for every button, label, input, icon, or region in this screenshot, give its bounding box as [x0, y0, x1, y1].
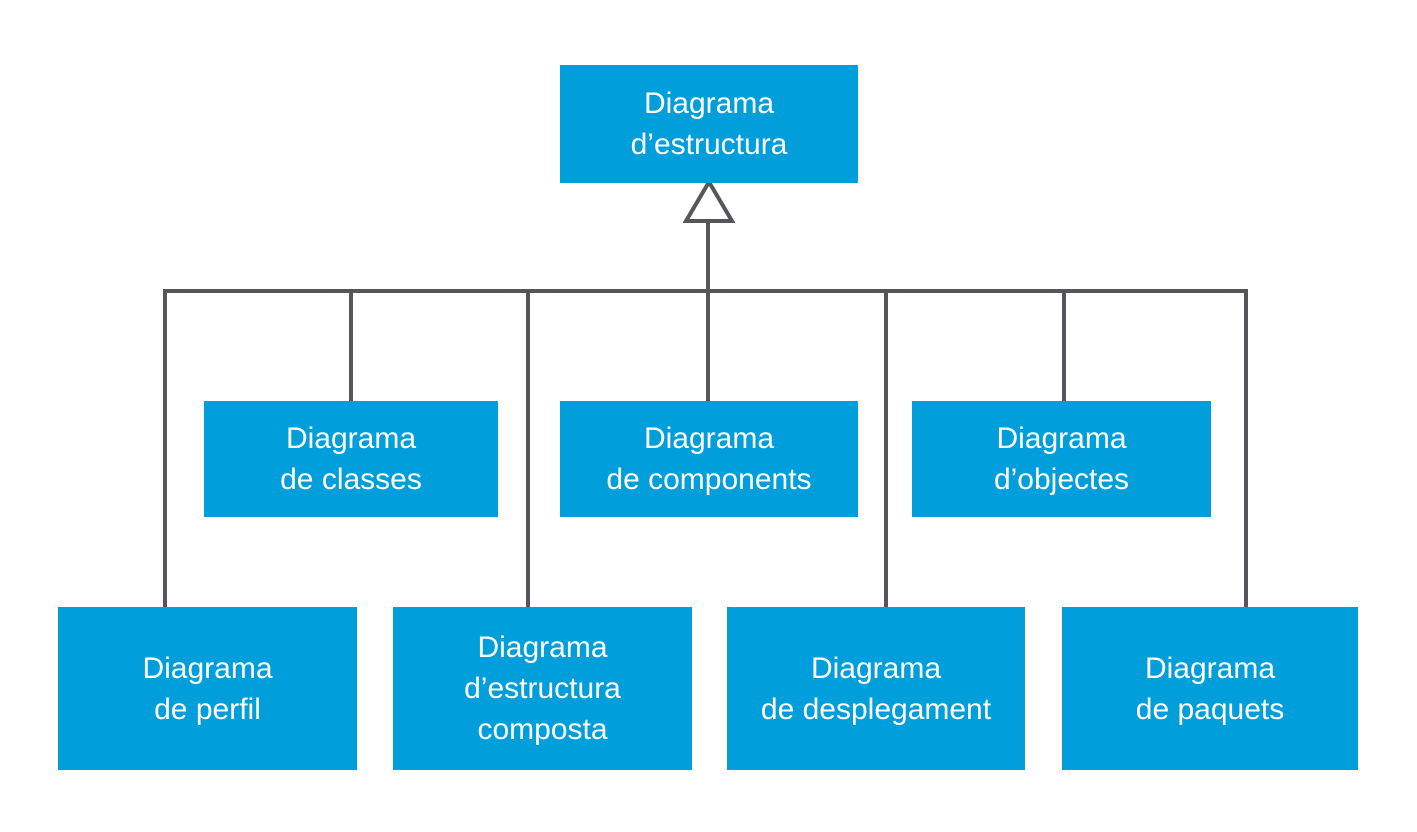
connector-vertical-desplegament [884, 289, 888, 609]
node-diagrama-de-components: Diagrama de components [560, 401, 858, 517]
node-diagrama-de-paquets: Diagrama de paquets [1062, 607, 1358, 770]
node-diagrama-de-perfil: Diagrama de perfil [58, 607, 357, 770]
node-diagrama-dobjectes: Diagrama d’objectes [912, 401, 1211, 517]
node-diagrama-de-desplegament: Diagrama de desplegament [727, 607, 1025, 770]
connector-vertical-paquets [1244, 289, 1248, 609]
connector-horizontal-trunk [163, 289, 1248, 293]
node-diagrama-destructura: Diagrama d’estructura [560, 65, 858, 183]
connector-vertical-classes [349, 289, 353, 403]
connector-root-stem [706, 220, 710, 401]
node-diagrama-de-classes: Diagrama de classes [204, 401, 498, 517]
connector-vertical-composta [526, 289, 530, 609]
connector-vertical-perfil [163, 289, 167, 609]
generalization-arrow-icon [683, 180, 735, 223]
connector-vertical-objectes [1062, 289, 1066, 403]
node-diagrama-destructura-composta: Diagrama d’estructura composta [393, 607, 692, 770]
